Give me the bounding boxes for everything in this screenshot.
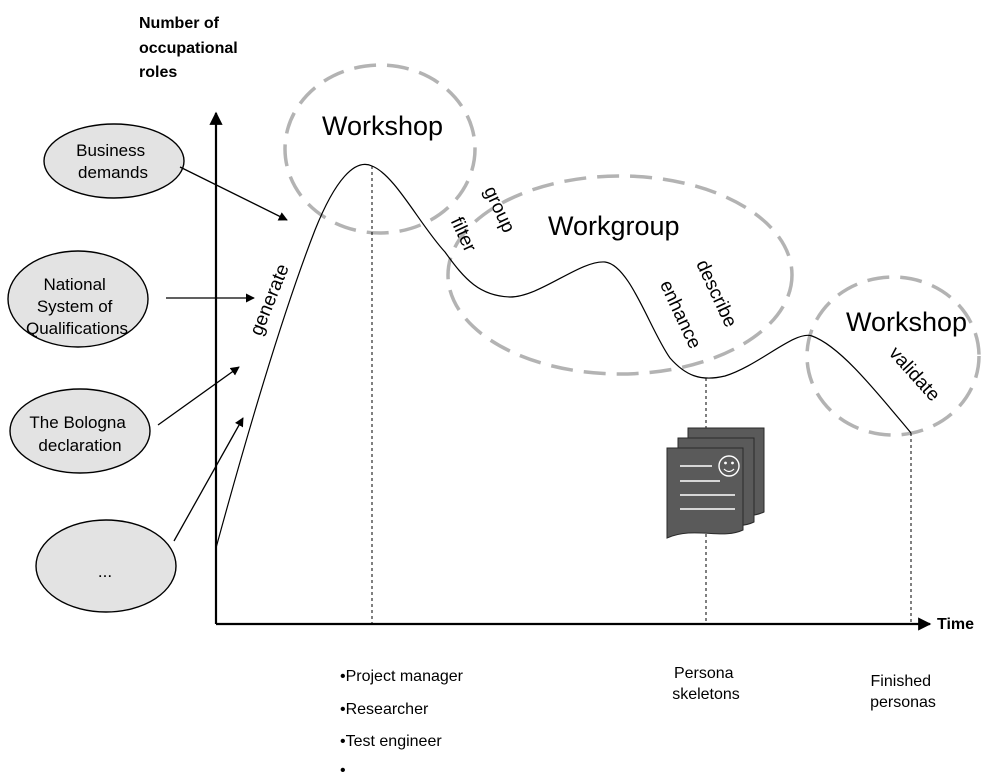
input-bologna-declaration [9,388,151,474]
role-count-curve [215,163,912,549]
workshop-ring-2 [805,275,981,437]
finished-personas-label: Finished personas [870,673,936,711]
workshop-ring-1 [283,63,477,235]
phase-workshop-1: Workshop [322,111,443,141]
document-stack-icon [666,427,765,539]
arrow-bologna-declaration [157,366,240,426]
arrow-business-demands [179,166,288,221]
phase-workgroup: Workgroup [548,211,680,241]
workgroup-ring [446,174,794,376]
input-other-label: ... [98,562,112,581]
smiley-face-icon [718,455,740,477]
phase-workshop-2: Workshop [846,307,967,337]
arrow-other [173,417,244,542]
activity-group: group [479,183,519,236]
input-business-demands-label: Business demands [76,141,150,182]
y-axis-label: Number of occupational roles [139,15,242,81]
roles-list: •Project manager •Researcher •Test engin… [340,668,467,776]
activity-enhance: enhance [655,277,705,352]
persona-skeletons-label: Persona skeletons [672,665,740,703]
input-bologna-declaration-label: The Bologna declaration [29,413,130,455]
input-national-system [7,250,149,348]
activity-generate: generate [246,261,294,338]
activity-describe: describe [691,257,740,331]
input-other [35,519,177,613]
input-business-demands [43,123,185,199]
x-axis-label: Time [937,616,974,633]
activity-validate: validate [884,343,943,406]
input-national-system-label: National System of Qualifications [26,275,128,338]
